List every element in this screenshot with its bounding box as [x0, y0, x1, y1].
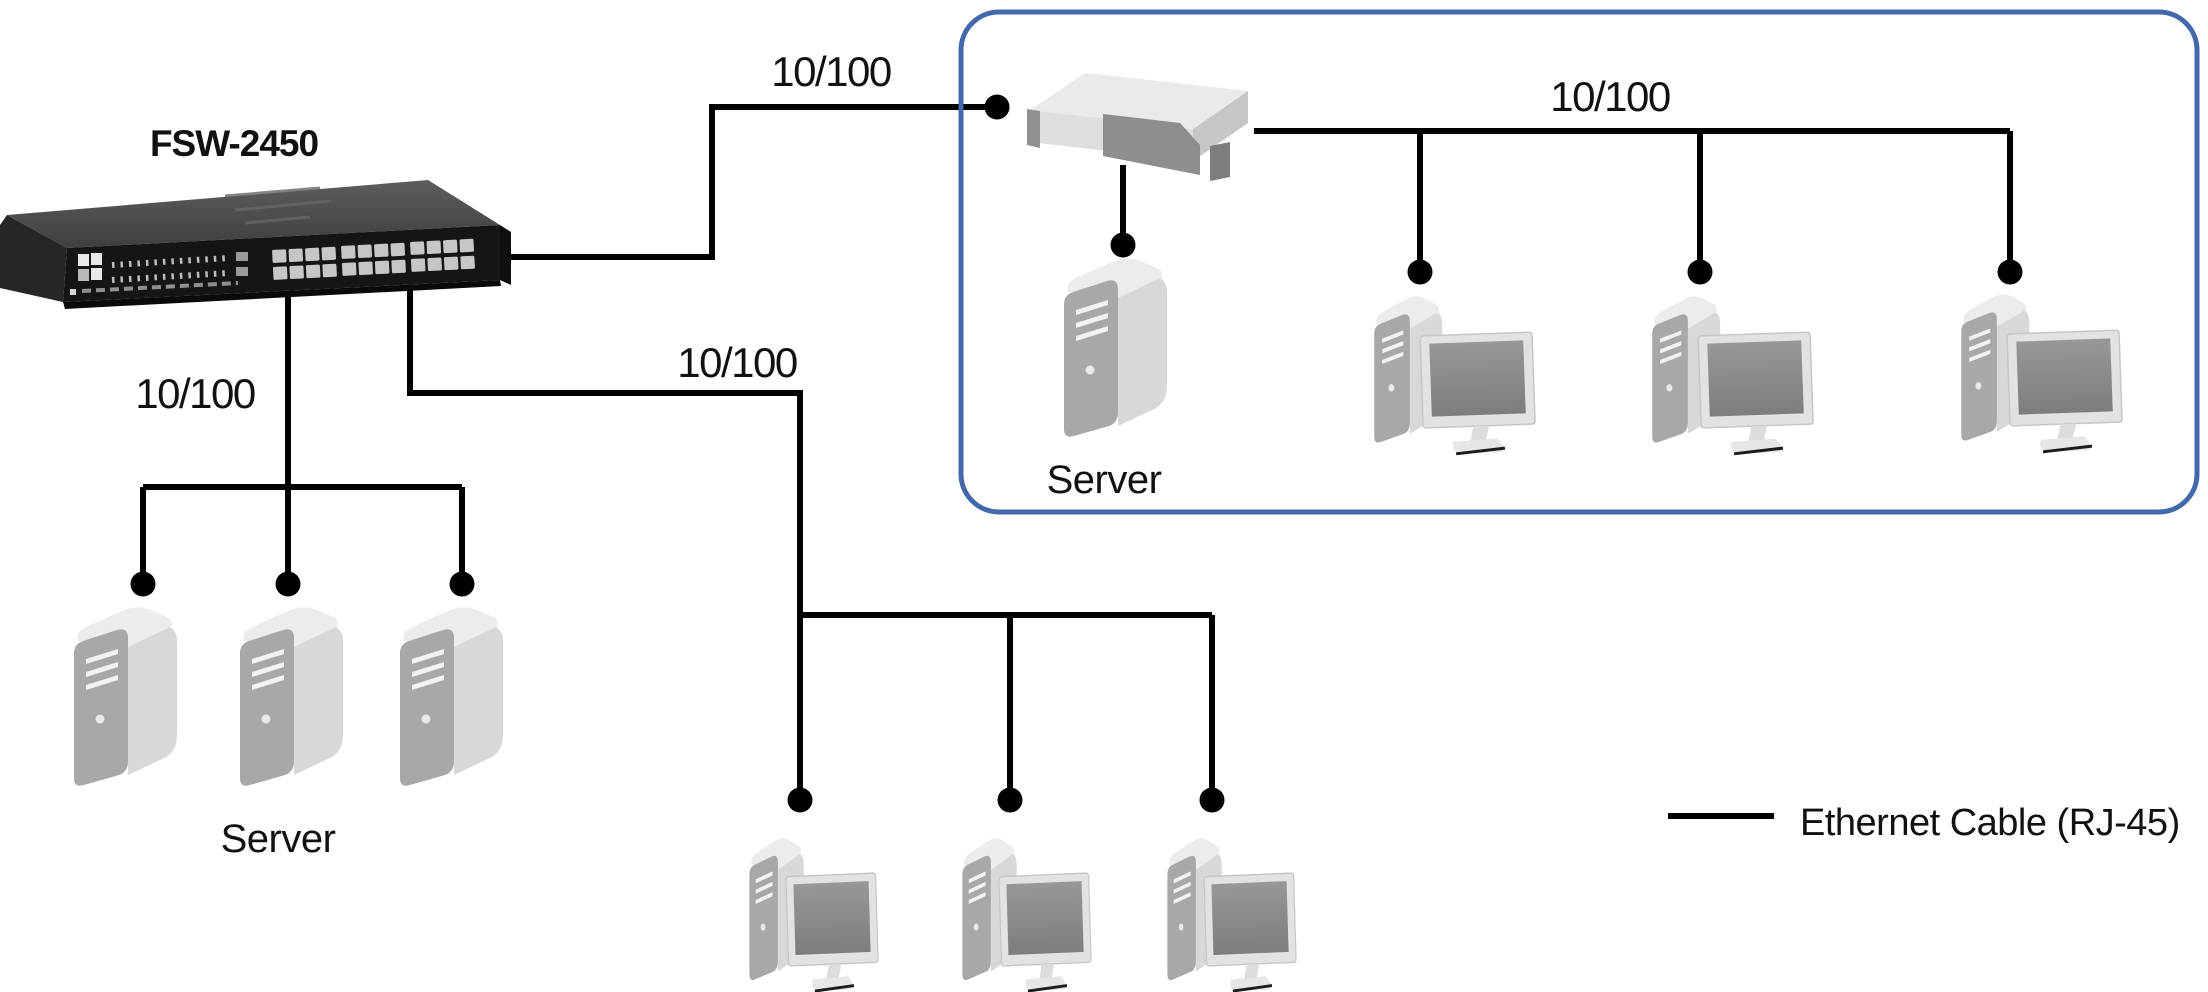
legend-cable-label: Ethernet Cable (RJ-45) — [1800, 802, 2180, 844]
node-dot — [787, 787, 813, 813]
node-dot — [1687, 259, 1713, 285]
pc-icon — [749, 838, 878, 992]
uplink-speed-label: 10/100 — [771, 48, 891, 95]
server-icon — [74, 607, 177, 786]
node-dot — [1199, 787, 1225, 813]
workgroup-server-icon — [1064, 258, 1167, 437]
cable-switch-to-hub — [498, 104, 986, 260]
node-dot — [1110, 232, 1136, 258]
node-dot — [449, 571, 475, 597]
workgroup-pcs — [1374, 294, 2123, 455]
switch-model-label: FSW-2450 — [150, 123, 319, 164]
server-cluster — [74, 607, 503, 786]
cable-switch-to-pcs — [407, 286, 1215, 788]
switch-logo — [78, 253, 102, 281]
pc-trunk-speed-label: 10/100 — [677, 339, 797, 386]
node-dot — [275, 571, 301, 597]
node-dot — [1407, 259, 1433, 285]
cable-switch-to-servers — [140, 292, 465, 572]
pc-icon — [1961, 294, 2123, 453]
legend: Ethernet Cable (RJ-45) — [1668, 802, 2180, 844]
pc-icon — [962, 838, 1091, 992]
workgroup-bus-speed-label: 10/100 — [1550, 73, 1670, 120]
server-trunk-speed-label: 10/100 — [135, 370, 255, 417]
pc-icon — [1652, 296, 1814, 455]
node-dot — [997, 787, 1023, 813]
cables — [140, 104, 2013, 788]
node-dot — [1997, 259, 2023, 285]
node-dot — [984, 94, 1010, 120]
workgroup-server-label: Server — [1047, 458, 1162, 502]
pc-icon — [1374, 296, 1536, 455]
switch-fsw2450-icon — [0, 180, 511, 309]
cable-hub-bus — [1254, 128, 2013, 260]
connection-nodes — [130, 94, 2023, 813]
hub-icon — [1027, 73, 1248, 181]
server-icon — [400, 607, 503, 786]
node-dot — [130, 571, 156, 597]
server-icon — [240, 607, 343, 786]
pc-icon — [1167, 838, 1296, 992]
workgroup-boundary-box — [958, 9, 2200, 515]
standalone-pcs — [749, 838, 1296, 992]
server-cluster-label: Server — [221, 817, 336, 861]
